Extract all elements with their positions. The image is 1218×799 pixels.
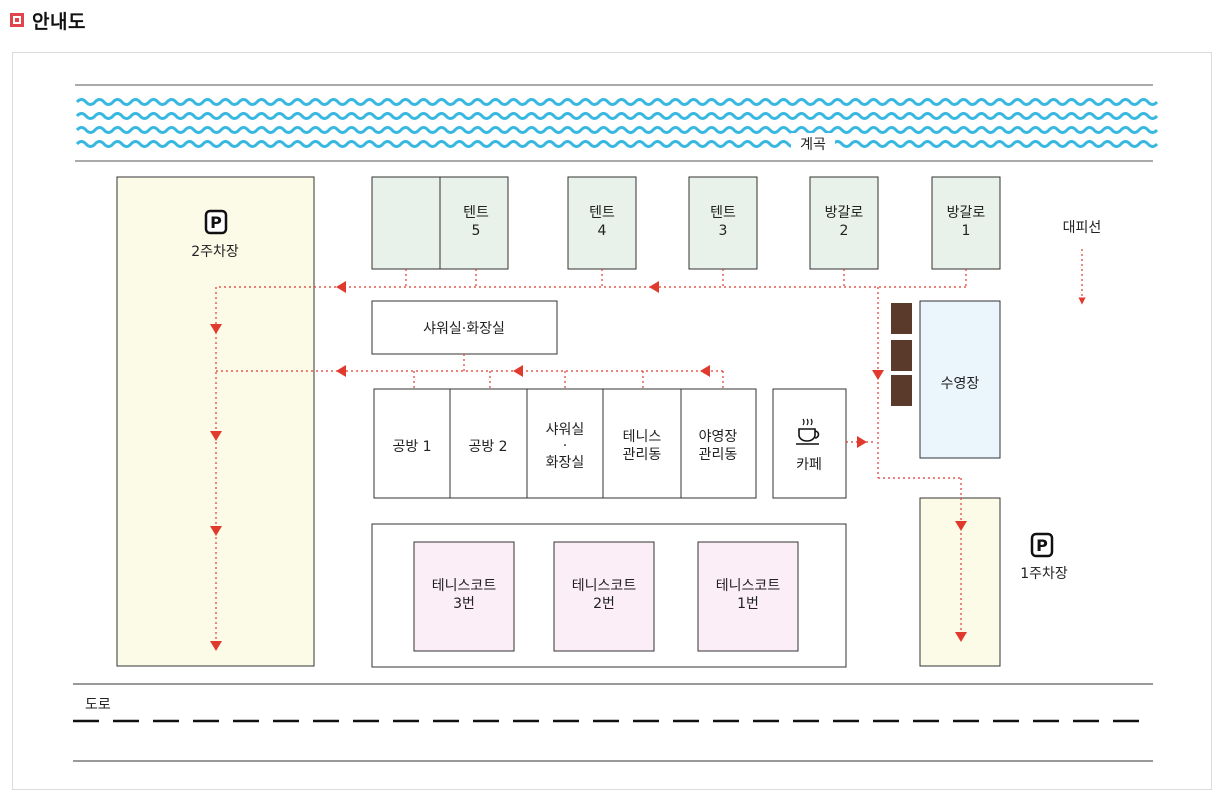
facility-row: 공방 1 공방 2 샤워실 · 화장실 테니스 관리동 야영장 관리동 [373, 388, 757, 499]
wood-decks [891, 303, 912, 406]
stream: 계곡 [75, 84, 1159, 162]
parking-1-label: 1주차장 [1020, 566, 1068, 582]
tent-3-number: 3 [719, 223, 728, 239]
tent-area: 텐트 5 텐트 4 텐트 3 방갈로 2 방갈로 1 [371, 176, 1001, 270]
swimming-pool: 수영장 [919, 300, 1001, 459]
bungalow-2 [809, 176, 879, 270]
evacuation-label: 대피선 [1063, 220, 1102, 236]
parking-icon [204, 209, 228, 235]
parking-icon [1030, 532, 1054, 558]
parking-2-label: 2주차장 [191, 244, 239, 260]
arrow-down-icon [210, 324, 222, 334]
workshop-1-label: 공방 1 [392, 439, 431, 455]
tent-5-number: 5 [472, 223, 481, 239]
route-arrows [210, 281, 967, 651]
cafe-label: 카페 [796, 457, 822, 473]
arrow-down-icon [210, 431, 222, 441]
shower-label: 샤워실 [546, 422, 585, 438]
parking-lot-2: P 2주차장 [116, 176, 315, 667]
tent-5-label: 텐트 [463, 205, 489, 221]
tent-4-number: 4 [598, 223, 607, 239]
bungalow-2-number: 2 [840, 223, 849, 239]
parking-icon-letter: P [1036, 536, 1048, 555]
arrow-left-icon [336, 281, 346, 293]
map-panel: 계곡 P 2주차장 텐트 5 텐트 4 텐트 3 방갈로 2 방갈로 1 대피선… [12, 52, 1212, 790]
bungalow-1 [931, 176, 1001, 270]
tent-4-label: 텐트 [589, 205, 615, 221]
arrow-down-icon [210, 526, 222, 536]
bungalow-2-label: 방갈로 [825, 205, 864, 221]
tent-3-label: 텐트 [710, 205, 736, 221]
court-2-number: 2번 [593, 596, 615, 612]
tent-3 [688, 176, 758, 270]
page-title: 안내도 [32, 10, 86, 33]
square-bullet-icon [10, 13, 24, 27]
pool-label: 수영장 [941, 376, 980, 392]
court-1-label: 테니스코트 [716, 578, 781, 594]
water-waves-icon [75, 98, 1159, 148]
parking-lot-1: P 1주차장 [919, 497, 1068, 667]
shower-separator: · [563, 438, 567, 454]
arrow-down-icon [955, 521, 967, 531]
shower-restroom-top-label: 샤워실·화장실 [423, 321, 505, 337]
workshop-2 [449, 388, 528, 499]
arrow-down-icon [872, 370, 884, 380]
camp-office [680, 388, 757, 499]
tennis-court-1 [697, 541, 799, 652]
court-1-number: 1번 [737, 596, 759, 612]
court-3-label: 테니스코트 [432, 578, 497, 594]
court-2-label: 테니스코트 [572, 578, 637, 594]
camp-office-label-1: 야영장 [699, 429, 738, 445]
wave-line [75, 126, 1159, 134]
page-header: 안내도 [10, 6, 86, 34]
tennis-office-label-2: 관리동 [623, 447, 662, 463]
stream-label: 계곡 [800, 137, 826, 153]
arrow-right-icon [857, 436, 867, 448]
tennis-court-3 [413, 541, 515, 652]
shower-restroom [526, 388, 604, 499]
workshop-2-label: 공방 2 [468, 439, 507, 455]
bungalow-1-number: 1 [962, 223, 971, 239]
workshop-1 [373, 388, 451, 499]
wave-line [75, 112, 1159, 120]
coffee-cup-icon [796, 418, 820, 445]
tennis-court-area: 테니스코트 3번 테니스코트 2번 테니스코트 1번 [371, 523, 847, 668]
court-3-number: 3번 [453, 596, 475, 612]
arrow-down-icon [210, 641, 222, 651]
restroom-label: 화장실 [546, 455, 585, 471]
evacuation-routes [215, 269, 967, 646]
road-label: 도로 [85, 697, 111, 713]
camp-office-label-2: 관리동 [699, 447, 738, 463]
road: 도로 [73, 683, 1153, 762]
tennis-court-2 [553, 541, 655, 652]
arrow-left-icon [513, 365, 523, 377]
arrow-left-icon [700, 365, 710, 377]
arrow-left-icon [336, 365, 346, 377]
shower-restroom-top: 샤워실·화장실 [371, 300, 558, 355]
tennis-office-label-1: 테니스 [623, 429, 662, 445]
tent-5 [439, 176, 509, 270]
wave-line [75, 98, 1159, 106]
arrow-left-icon [649, 281, 659, 293]
arrow-down-icon [955, 632, 967, 642]
wave-line [75, 140, 1159, 148]
site-map: 계곡 P 2주차장 텐트 5 텐트 4 텐트 3 방갈로 2 방갈로 1 대피선… [73, 84, 1159, 762]
bungalow-1-label: 방갈로 [947, 205, 986, 221]
tennis-office [602, 388, 682, 499]
parking-icon-letter: P [210, 213, 222, 232]
cafe: 카페 [772, 388, 847, 499]
